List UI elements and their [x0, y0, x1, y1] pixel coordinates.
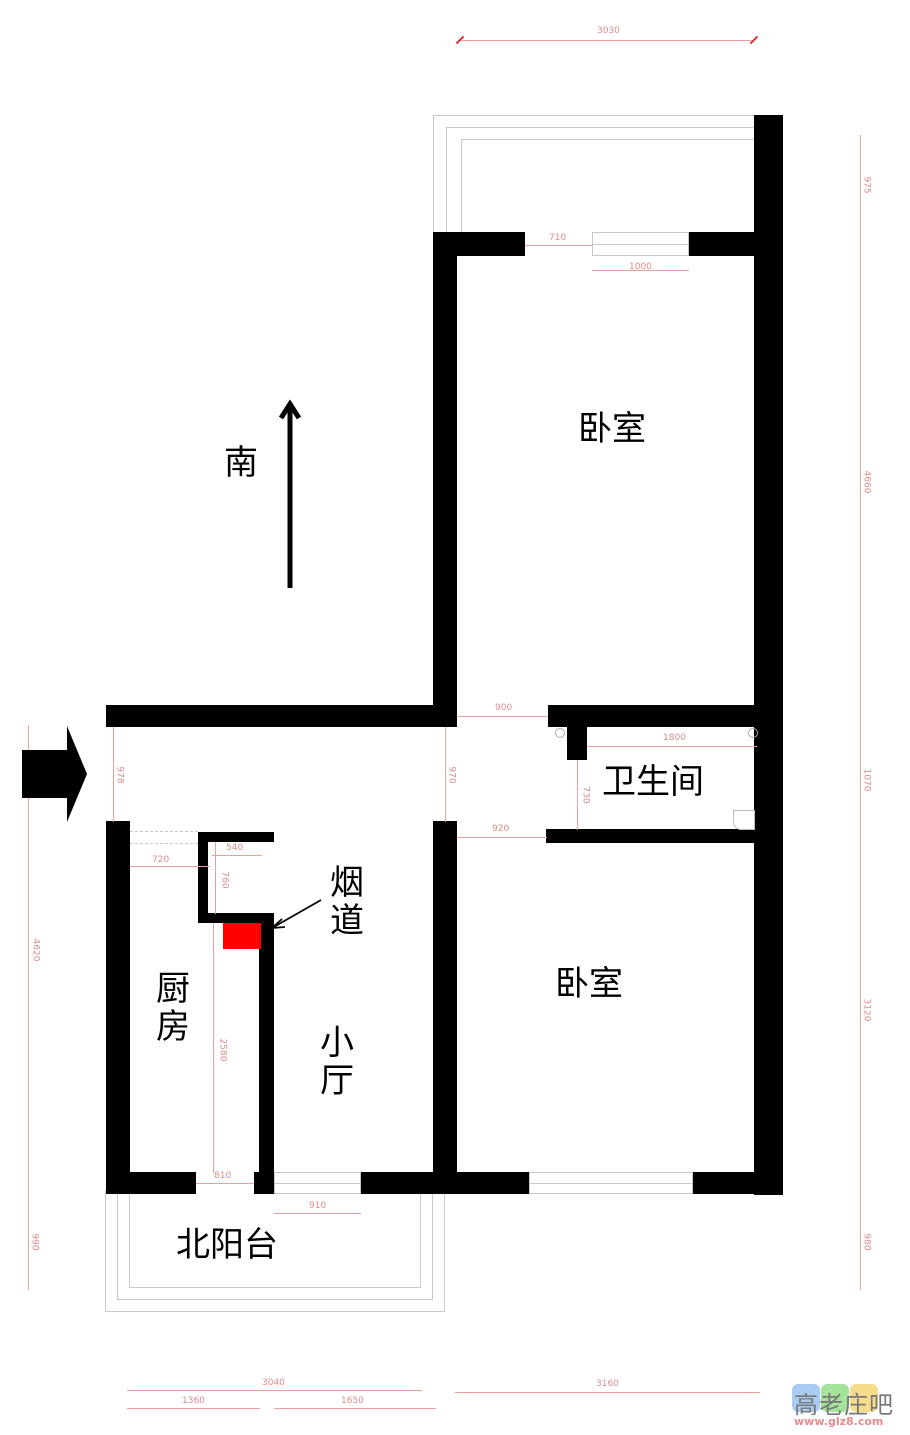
- flue-label: 烟道: [330, 863, 364, 942]
- dim-text-710: 710: [549, 233, 567, 243]
- dim-line-978: [113, 727, 114, 822]
- south-balcony-inner: [461, 139, 763, 245]
- dim-line-720: [130, 866, 210, 867]
- wall-bottom-kitchen: [106, 1172, 196, 1194]
- dim-text-1650: 1650: [341, 1396, 364, 1406]
- room-label-kitchen: 厨房: [156, 969, 190, 1048]
- dim-line-730: [577, 760, 578, 830]
- wall-bottom-bedroom-right: [693, 1172, 783, 1194]
- dim-text-920: 920: [492, 824, 510, 834]
- orientation-label: 南: [224, 443, 258, 483]
- dim-text-1000: 1000: [629, 262, 652, 272]
- room-label-bathroom: 卫生间: [602, 762, 704, 802]
- watermark-url: www.glz8.com: [794, 1415, 884, 1428]
- wall-bottom-bedroom-left: [433, 1172, 529, 1194]
- dim-line-1650: [274, 1408, 436, 1409]
- wall-flue-left: [198, 832, 208, 922]
- wall-right-outer: [754, 115, 783, 1195]
- wall-bottom-hall-left: [254, 1172, 274, 1194]
- dim-text-left-4620: 4620: [30, 938, 41, 962]
- dim-line-760: [215, 842, 216, 914]
- window-south-bedroom: [592, 232, 689, 256]
- dim-text-900: 900: [495, 703, 513, 713]
- wall-bedroom-left: [433, 232, 457, 727]
- kitchen-counter-line: [130, 843, 198, 844]
- wall-entry-top: [106, 705, 456, 727]
- north-balcony-mid: [117, 1190, 433, 1300]
- room-label-north-balcony: 北阳台: [176, 1225, 278, 1265]
- dim-text-730: 730: [580, 786, 591, 804]
- north-balcony-inner: [129, 1190, 421, 1288]
- dim-text-left-990: 990: [29, 1233, 40, 1251]
- room-label-bedroom-south: 卧室: [578, 409, 646, 449]
- wall-bedroom-top-right: [689, 232, 759, 256]
- north-balcony-outer: [105, 1190, 445, 1312]
- dim-text-right-3120: 3120: [861, 998, 872, 1022]
- dim-text-right-1070: 1070: [861, 768, 872, 792]
- dim-tick: [749, 35, 759, 45]
- dim-line-1800: [587, 746, 757, 747]
- south-balcony-outer: [433, 115, 763, 245]
- dim-line-920: [457, 837, 547, 838]
- dim-line-970: [445, 727, 446, 822]
- dim-line-1000: [592, 270, 689, 271]
- dim-text-810: 810: [214, 1171, 232, 1181]
- room-label-bedroom-north: 卧室: [555, 964, 623, 1004]
- wall-kitchen-hall: [259, 913, 274, 1193]
- dim-line-top: [460, 40, 754, 41]
- window-north-bedroom: [529, 1172, 693, 1194]
- wall-bedroom2-left: [433, 821, 457, 1193]
- watermark-tile: [792, 1384, 820, 1412]
- wall-kitchen-left: [106, 821, 130, 1194]
- wall-flue-bottom: [198, 913, 274, 923]
- dim-line-3040: [127, 1390, 422, 1391]
- watermark-title: 高老庄吧: [794, 1391, 894, 1419]
- wall-bath-bottom: [546, 829, 758, 843]
- entrance-arrow-icon: [22, 726, 87, 822]
- dim-text-720: 720: [152, 855, 170, 865]
- dim-text-3040: 3040: [262, 1378, 285, 1388]
- orientation-arrow-icon: [278, 398, 302, 588]
- room-label-small-hall: 小厅: [320, 1023, 354, 1102]
- flue-block: [223, 923, 261, 949]
- dim-text-right-975: 975: [861, 176, 872, 194]
- dim-text-1800: 1800: [663, 733, 686, 743]
- dim-line-1360: [127, 1408, 260, 1409]
- dim-line-3160: [455, 1392, 760, 1393]
- watermark-tile: [850, 1384, 878, 1412]
- dim-line-810: [196, 1183, 254, 1184]
- wall-bath-top: [548, 705, 758, 727]
- dim-text-top: 3030: [597, 26, 620, 36]
- dim-line-right: [860, 135, 861, 1290]
- dim-text-2580: 2580: [217, 1038, 228, 1062]
- wall-bath-stub: [567, 705, 587, 760]
- dim-text-right-980: 980: [861, 1233, 872, 1251]
- watermark-tile: [821, 1384, 849, 1412]
- dim-line-540: [212, 855, 262, 856]
- dim-text-540: 540: [226, 843, 244, 853]
- wall-flue-top: [198, 832, 274, 842]
- dim-text-right-4660: 4660: [861, 470, 872, 494]
- dim-line-910: [274, 1213, 361, 1214]
- dim-text-970: 970: [446, 766, 457, 784]
- bath-fixture-icon: [555, 728, 565, 738]
- dim-text-1360: 1360: [182, 1396, 205, 1406]
- bath-fixture-icon: [748, 728, 758, 738]
- dim-line-left: [28, 725, 29, 1290]
- flue-leader-arrow: [266, 895, 326, 935]
- dim-text-3160: 3160: [596, 1379, 619, 1389]
- dim-text-978: 978: [114, 766, 125, 784]
- dim-line-900: [457, 716, 548, 717]
- dim-line-2580: [213, 923, 214, 1173]
- dim-text-910: 910: [309, 1201, 327, 1211]
- watermark-logo: 高老庄吧 www.glz8.com: [790, 1382, 910, 1432]
- dim-text-760: 760: [219, 871, 230, 889]
- kitchen-counter-line: [130, 831, 198, 832]
- floor-drain-icon: [733, 810, 755, 830]
- south-balcony-mid: [446, 127, 763, 245]
- window-north-hall: [274, 1172, 361, 1194]
- dim-line-710: [525, 245, 592, 246]
